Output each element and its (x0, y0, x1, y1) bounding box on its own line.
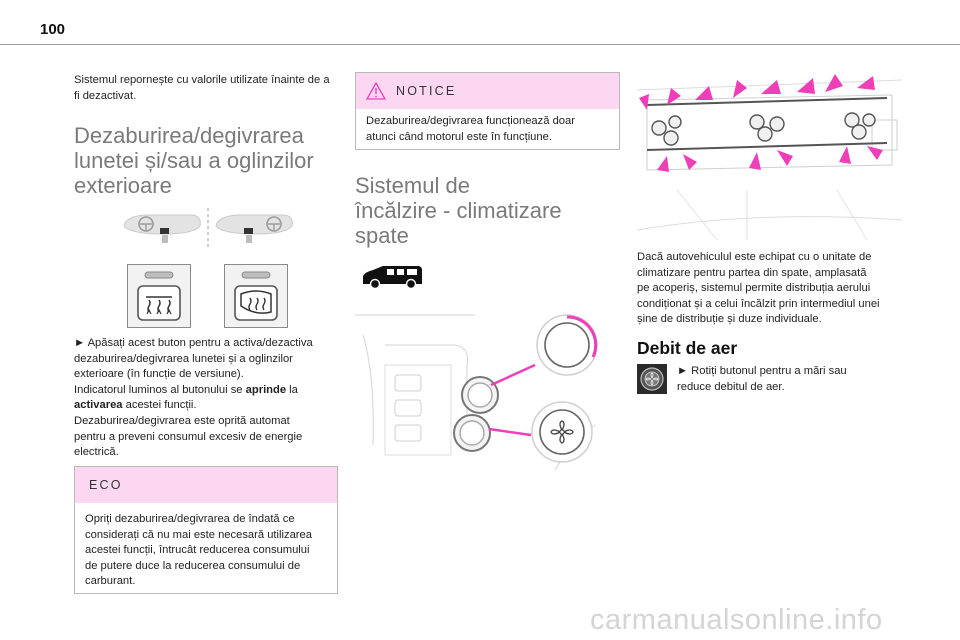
defrost-instructions: ► Apăsați acest buton pentru a activa/de… (74, 336, 338, 461)
van-silhouette (361, 264, 423, 290)
rear-climate-control-illustration (355, 305, 620, 490)
mirror-defrost-icon (224, 264, 288, 328)
page-number: 100 (40, 21, 66, 38)
eco-box: ECO Opriți dezaburirea/degivrarea de înd… (74, 466, 338, 594)
roof-vents-illustration (637, 70, 902, 242)
eco-box-text: Opriți dezaburirea/degivrarea de îndată … (85, 513, 312, 588)
notice-box: NOTICE Dezaburirea/degivrarea funcționea… (355, 72, 620, 150)
rear-window-illustration (124, 208, 294, 250)
section-heading-rear-climate: Sistemul de încălzire - climatizare spat… (355, 173, 562, 248)
eco-box-title: ECO (89, 478, 123, 492)
airflow-knob-thumbnail (637, 364, 667, 394)
fan-icon (550, 420, 574, 444)
section-heading-defrost: Dezaburirea/degivrarea lunetei și/sau a … (74, 123, 314, 198)
rear-climate-description: Dacă autovehiculul este echipat cu o uni… (637, 251, 880, 326)
watermark: carmanualsonline.info (590, 604, 883, 636)
mirror-defrost-button-illustration (224, 264, 288, 328)
airflow-knob-icon (637, 364, 667, 394)
eco-box-header: ECO (75, 467, 337, 503)
section-heading-airflow: Debit de aer (637, 338, 738, 358)
notice-box-title: NOTICE (396, 84, 457, 98)
notice-box-header: NOTICE (356, 73, 619, 109)
indicator-line-1: Indicatorul luminos al butonului se apri… (74, 383, 298, 396)
rear-defrost-button-illustration (127, 264, 191, 328)
header-rule (0, 44, 960, 45)
van-silhouette-icon (363, 266, 422, 290)
intro-text: Sistemul repornește cu valorile utilizat… (74, 74, 330, 102)
airflow-instructions: ► Rotiți butonul pentru a mări sau reduc… (677, 365, 847, 393)
notice-box-text: Dezaburirea/degivrarea funcționează doar… (366, 115, 575, 143)
rear-defrost-icon (127, 264, 191, 328)
indicator-line-2: activarea acestei funcții. (74, 399, 197, 412)
warning-triangle-icon (366, 82, 386, 100)
